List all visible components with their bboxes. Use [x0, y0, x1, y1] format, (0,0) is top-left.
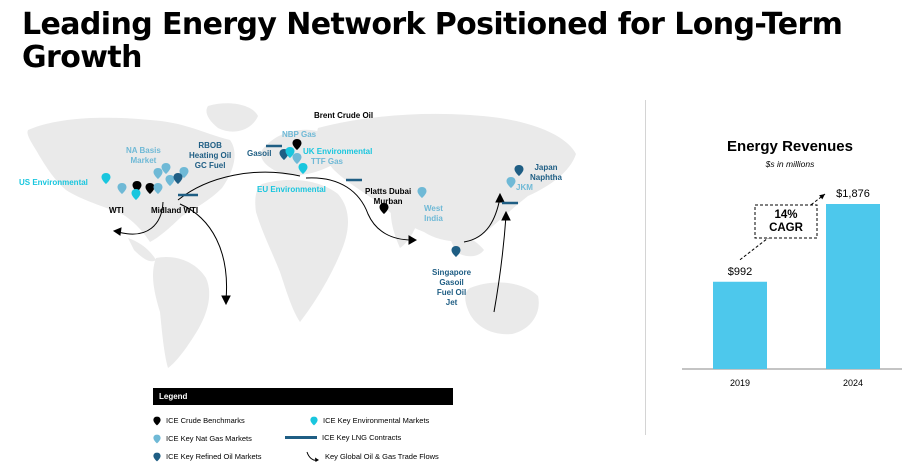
- legend-label-natgas: ICE Key Nat Gas Markets: [166, 434, 252, 443]
- label-platts: Platts Dubai Murban: [365, 187, 412, 206]
- crude-pin-icon: [153, 416, 161, 426]
- label-rbob: RBOB Heating Oil GC Fuel: [189, 141, 232, 170]
- label-ttf: TTF Gas: [311, 157, 344, 166]
- cagr-arrow-head: [819, 194, 825, 200]
- value-label-2024: $1,876: [836, 188, 870, 200]
- trade-flow-2-head: [221, 295, 231, 306]
- land-masses: [27, 103, 576, 368]
- marker-ttf: [292, 153, 302, 164]
- legend-item-lng: ICE Key LNG Contracts: [285, 433, 401, 443]
- tick-label-2024: 2024: [843, 378, 863, 388]
- tick-label-2019: 2019: [730, 378, 750, 388]
- legend-item-env: ICE Key Environmental Markets: [310, 415, 429, 427]
- trade-flow-3: [177, 171, 301, 201]
- marker-natgas-1: [117, 183, 127, 194]
- lng-markers: [178, 144, 518, 205]
- label-us-env: US Environmental: [19, 178, 88, 187]
- cagr-label-line-1: CAGR: [769, 222, 804, 234]
- label-na-basis: NA Basis Market: [126, 146, 161, 165]
- marker-natgas-4: [165, 175, 175, 186]
- label-wti: WTI: [109, 206, 124, 215]
- trade-flow-1: [117, 201, 164, 235]
- marker-japan: [514, 165, 524, 176]
- legend-label-crude: ICE Crude Benchmarks: [166, 416, 245, 425]
- label-eu-env: EU Environmental: [257, 185, 326, 194]
- marker-west-india: [417, 187, 427, 198]
- markers-natgas: [117, 153, 516, 198]
- trade-flow-5-head: [495, 192, 505, 203]
- trade-flow-6-head: [501, 210, 511, 221]
- trade-flow-1-head: [112, 227, 122, 236]
- legend-title: Legend: [153, 388, 453, 405]
- marker-singapore: [451, 246, 461, 257]
- marker-eu-env: [298, 163, 308, 174]
- label-brent: Brent Crude Oil: [314, 111, 374, 120]
- section-divider: [645, 100, 646, 435]
- refined-pin-icon: [153, 452, 161, 462]
- chart-subtitle: $s in millions: [765, 159, 815, 169]
- marker-platts: [379, 203, 389, 214]
- label-nbp: NBP Gas: [282, 130, 317, 139]
- page-title: Leading Energy Network Positioned for Lo…: [22, 7, 843, 75]
- cagr-box: [754, 204, 818, 239]
- central-america-shape: [128, 238, 156, 262]
- legend-label-refined: ICE Key Refined Oil Markets: [166, 452, 262, 461]
- australia-shape: [465, 282, 539, 335]
- trade-flow-4-head: [408, 235, 418, 245]
- trade-flow-6: [493, 215, 507, 313]
- trade-flow-arrow-icon: [306, 451, 319, 462]
- north-america-shape: [27, 117, 235, 242]
- marker-brent: [292, 139, 302, 150]
- environmental-pin-icon: [310, 416, 318, 426]
- trade-flow-5: [463, 197, 501, 243]
- bar-2024: [826, 204, 880, 369]
- label-japan: Japan Naphtha: [530, 163, 562, 182]
- world-map: Brent Crude Oil NBP Gas Gasoil UK Enviro…: [0, 92, 600, 372]
- chart-title: Energy Revenues: [727, 138, 853, 155]
- legend: Legend ICE Crude Benchmarks ICE Key Nat …: [153, 388, 453, 466]
- marker-jkm: [506, 177, 516, 188]
- legend-item-crude: ICE Crude Benchmarks: [153, 415, 245, 427]
- legend-label-env: ICE Key Environmental Markets: [323, 416, 430, 425]
- greenland-shape: [206, 103, 258, 132]
- cagr-arrow-line: [739, 193, 826, 261]
- marker-natgas-3: [161, 163, 171, 174]
- marker-natgas-6: [153, 183, 163, 194]
- india-shape: [390, 196, 419, 248]
- marker-us-env: [101, 173, 111, 184]
- marker-refined-1: [173, 173, 183, 184]
- trade-flow-arrows: [112, 171, 511, 313]
- trade-flow-4: [305, 177, 413, 241]
- label-singapore: Singapore Gasoil Fuel Oil Jet: [432, 268, 472, 307]
- south-america-shape: [153, 256, 210, 368]
- natgas-pin-icon: [153, 434, 161, 444]
- label-gasoil: Gasoil: [247, 149, 272, 158]
- marker-midland: [145, 183, 155, 194]
- lng-bar-icon: [285, 436, 317, 439]
- world-map-svg: [27, 103, 576, 368]
- legend-item-flows: Key Global Oil & Gas Trade Flows: [306, 451, 439, 463]
- bar-2019: [713, 281, 767, 369]
- legend-item-refined: ICE Key Refined Oil Markets: [153, 451, 261, 463]
- value-label-2019: $992: [728, 266, 752, 278]
- marker-uk-env: [285, 147, 295, 158]
- africa-shape: [255, 179, 348, 322]
- label-west-india: West India: [424, 204, 443, 223]
- markers-crude: [132, 139, 389, 214]
- legend-label-flows: Key Global Oil & Gas Trade Flows: [325, 452, 439, 461]
- legend-item-natgas: ICE Key Nat Gas Markets: [153, 433, 252, 445]
- cagr-label-line-0: 14%: [774, 209, 797, 221]
- energy-revenues-chart: $992 2019 $1,876 2024 14%CAGR: [682, 188, 902, 388]
- label-midland: Midland WTI: [151, 206, 199, 215]
- markers-environmental: [101, 147, 308, 200]
- legend-label-lng: ICE Key LNG Contracts: [322, 433, 402, 442]
- label-jkm: JKM: [516, 183, 533, 192]
- label-uk-env: UK Environmental: [303, 147, 373, 156]
- marker-natgas-2: [153, 168, 163, 179]
- marker-us-env-2: [131, 189, 141, 200]
- asia-shape: [316, 113, 576, 242]
- trade-flow-2: [179, 203, 228, 301]
